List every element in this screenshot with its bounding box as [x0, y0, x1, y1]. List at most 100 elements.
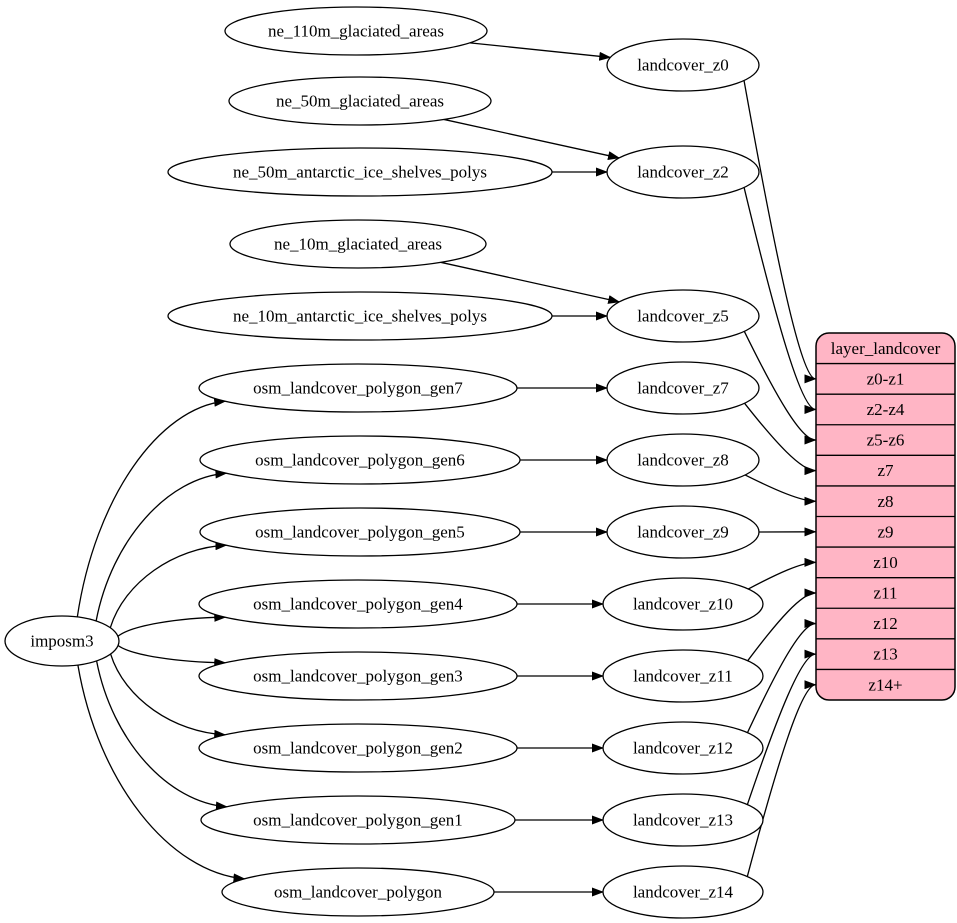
- node-ne-10m-antarctic-ice-shelves-polys: ne_10m_antarctic_ice_shelves_polys: [167, 291, 553, 341]
- edge-landcover-z5-to-row-z5-z6: [743, 330, 817, 445]
- node-ellipse: [199, 435, 521, 485]
- node-landcover-z13: landcover_z13: [602, 793, 764, 847]
- edge-landcover-z14-to-row-z14plus: [746, 680, 817, 878]
- node-ellipse: [606, 433, 760, 487]
- node-landcover-z11: landcover_z11: [602, 649, 764, 703]
- node-ellipse: [167, 147, 553, 197]
- node-imposm3: imposm3: [4, 615, 120, 667]
- edge-landcover-z2-to-row-z2-z4: [743, 186, 817, 414]
- node-label: ne_10m_antarctic_ice_shelves_polys: [233, 307, 487, 326]
- edge-landcover-z11-to-row-z11: [746, 588, 817, 663]
- node-ellipse: [221, 867, 495, 917]
- node-osm-landcover-polygon-gen2: osm_landcover_polygon_gen2: [198, 723, 518, 773]
- node-ne-10m-glaciated-areas: ne_10m_glaciated_areas: [229, 219, 487, 269]
- node-osm-landcover-polygon-gen3: osm_landcover_polygon_gen3: [198, 651, 518, 701]
- edge-imposm3-to-osm-landcover-polygon-gen2: [109, 653, 227, 739]
- edge-ne-110m-glaciated-areas-to-landcover-z0: [469, 42, 612, 61]
- node-ellipse: [602, 649, 764, 703]
- record-row-z8: z8: [877, 492, 893, 511]
- node-landcover-z2: landcover_z2: [606, 145, 760, 199]
- record-row-z14plus: z14+: [868, 675, 902, 694]
- node-osm-landcover-polygon-gen4: osm_landcover_polygon_gen4: [198, 579, 518, 629]
- node-ellipse: [606, 145, 760, 199]
- node-label: osm_landcover_polygon_gen2: [253, 739, 463, 758]
- node-ne-110m-glaciated-areas: ne_110m_glaciated_areas: [224, 6, 488, 56]
- node-landcover-z14: landcover_z14: [602, 865, 764, 919]
- node-ellipse: [198, 579, 518, 629]
- edge-landcover-z0-to-row-z0-z1: [743, 79, 817, 384]
- node-ellipse: [606, 361, 760, 415]
- node-landcover-z9: landcover_z9: [606, 505, 760, 559]
- node-label: ne_110m_glaciated_areas: [268, 22, 444, 41]
- node-osm-landcover-polygon-gen5: osm_landcover_polygon_gen5: [199, 507, 521, 557]
- node-label: osm_landcover_polygon: [274, 883, 443, 902]
- node-landcover-z5: landcover_z5: [606, 289, 760, 343]
- edge-imposm3-to-osm-landcover-polygon-gen7: [76, 397, 227, 618]
- record-row-z10: z10: [873, 553, 898, 572]
- edge-imposm3-to-osm-landcover-polygon-gen1: [95, 660, 228, 811]
- edges-layer: [76, 42, 817, 897]
- node-label: ne_50m_glaciated_areas: [276, 92, 444, 111]
- node-ellipse: [602, 577, 764, 631]
- node-label: landcover_z2: [637, 163, 729, 182]
- node-ellipse: [606, 38, 760, 92]
- node-label: landcover_z11: [633, 667, 732, 686]
- node-label: osm_landcover_polygon_gen6: [255, 451, 465, 470]
- node-ellipse: [224, 6, 488, 56]
- edge-ne-50m-glaciated-areas-to-landcover-z2: [443, 118, 621, 160]
- record-row-z13: z13: [873, 645, 898, 664]
- node-ellipse: [198, 363, 518, 413]
- node-label: osm_landcover_polygon_gen3: [253, 667, 463, 686]
- node-label: osm_landcover_polygon_gen5: [255, 523, 465, 542]
- node-ellipse: [602, 721, 764, 775]
- record-layer-landcover: layer_landcoverz0-z1z2-z4z5-z6z7z8z9z10z…: [815, 332, 956, 701]
- edge-imposm3-to-osm-landcover-polygon-gen5: [109, 541, 228, 628]
- record-row-z9: z9: [877, 522, 893, 541]
- node-label: osm_landcover_polygon_gen4: [253, 595, 463, 614]
- edge-landcover-z8-to-row-z8: [743, 473, 817, 506]
- node-label: landcover_z13: [633, 811, 733, 830]
- node-ellipse: [602, 865, 764, 919]
- edge-imposm3-to-osm-landcover-polygon: [77, 664, 246, 883]
- record-row-z0-z1: z0-z1: [867, 369, 905, 388]
- node-osm-landcover-polygon-gen1: osm_landcover_polygon_gen1: [200, 795, 516, 845]
- record-row-z11: z11: [874, 584, 898, 603]
- node-label: ne_10m_glaciated_areas: [274, 235, 442, 254]
- node-landcover-z0: landcover_z0: [606, 38, 760, 92]
- edge-landcover-z10-to-row-z10: [746, 557, 817, 591]
- node-ellipse: [198, 651, 518, 701]
- node-label: ne_50m_antarctic_ice_shelves_polys: [233, 163, 487, 182]
- node-ellipse: [199, 507, 521, 557]
- node-ellipse: [602, 793, 764, 847]
- node-ne-50m-glaciated-areas: ne_50m_glaciated_areas: [228, 76, 492, 126]
- edge-landcover-z7-to-row-z7: [743, 401, 817, 476]
- node-label: osm_landcover_polygon_gen7: [253, 379, 463, 398]
- node-ne-50m-antarctic-ice-shelves-polys: ne_50m_antarctic_ice_shelves_polys: [167, 147, 553, 197]
- record-row-z12: z12: [873, 614, 898, 633]
- record-row-z5-z6: z5-z6: [867, 431, 905, 450]
- record-row-z2-z4: z2-z4: [867, 400, 905, 419]
- edge-imposm3-to-osm-landcover-polygon-gen4: [117, 612, 227, 637]
- node-label: landcover_z5: [637, 307, 729, 326]
- node-ellipse: [4, 615, 120, 667]
- node-label: landcover_z7: [637, 379, 729, 398]
- node-ellipse: [229, 219, 487, 269]
- node-label: osm_landcover_polygon_gen1: [253, 811, 463, 830]
- node-label: landcover_z9: [637, 523, 729, 542]
- node-ellipse: [228, 76, 492, 126]
- node-ellipse: [198, 723, 518, 773]
- node-label: landcover_z14: [633, 883, 734, 902]
- node-label: imposm3: [30, 632, 93, 651]
- node-label: landcover_z12: [633, 739, 733, 758]
- record-header-label: layer_landcover: [831, 339, 941, 358]
- node-ellipse: [606, 505, 760, 559]
- edge-ne-10m-glaciated-areas-to-landcover-z5: [440, 261, 621, 304]
- node-ellipse: [200, 795, 516, 845]
- node-osm-landcover-polygon-gen6: osm_landcover_polygon_gen6: [199, 435, 521, 485]
- edge-landcover-z13-to-row-z13: [746, 649, 817, 806]
- node-landcover-z10: landcover_z10: [602, 577, 764, 631]
- node-ellipse: [167, 291, 553, 341]
- node-osm-landcover-polygon-gen7: osm_landcover_polygon_gen7: [198, 363, 518, 413]
